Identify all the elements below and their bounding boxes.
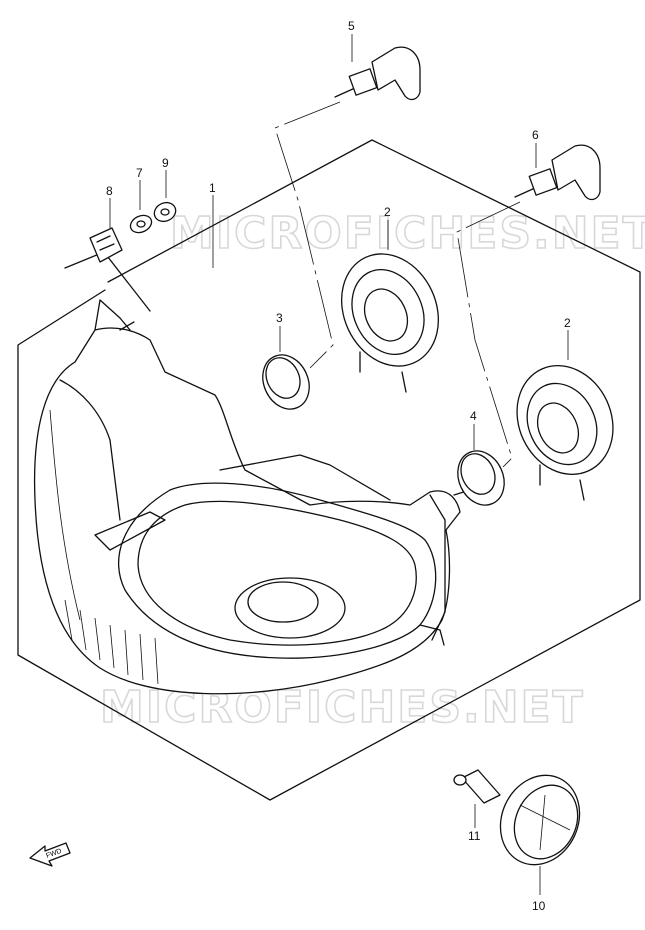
washer-7 (129, 214, 153, 234)
grommet-11 (453, 769, 501, 804)
callout-9: 9 (162, 156, 169, 170)
seal-ring-3 (262, 354, 310, 410)
callout-3: 3 (276, 311, 283, 325)
screw-bracket-outline (64, 251, 151, 312)
nut-9 (153, 201, 177, 223)
bulb-socket-2-upper (340, 253, 440, 393)
fwd-arrow-icon: FWD (29, 842, 71, 867)
callout-2-lower: 2 (564, 316, 571, 330)
callout-4: 4 (470, 409, 477, 423)
leader-bulb-6 (456, 201, 521, 468)
headlamp-housing (33, 299, 471, 695)
callout-11: 11 (468, 829, 481, 843)
bulb-socket-2-lower (516, 365, 614, 501)
callout-8: 8 (106, 184, 113, 198)
cap-10 (499, 774, 581, 866)
callout-10: 10 (532, 899, 546, 913)
callout-2-upper: 2 (384, 205, 391, 219)
callout-6: 6 (532, 128, 539, 142)
callout-5: 5 (348, 19, 355, 33)
leader-bulb-5 (274, 101, 341, 369)
bulb-6 (514, 144, 601, 201)
callout-7: 7 (136, 166, 143, 180)
assembly-outline (17, 139, 641, 801)
watermark-top: MICROFICHES.NET (170, 208, 645, 259)
clip-8 (89, 227, 123, 263)
callout-1: 1 (209, 181, 216, 195)
seal-ring-4 (457, 450, 505, 506)
bulb-5 (334, 46, 421, 101)
